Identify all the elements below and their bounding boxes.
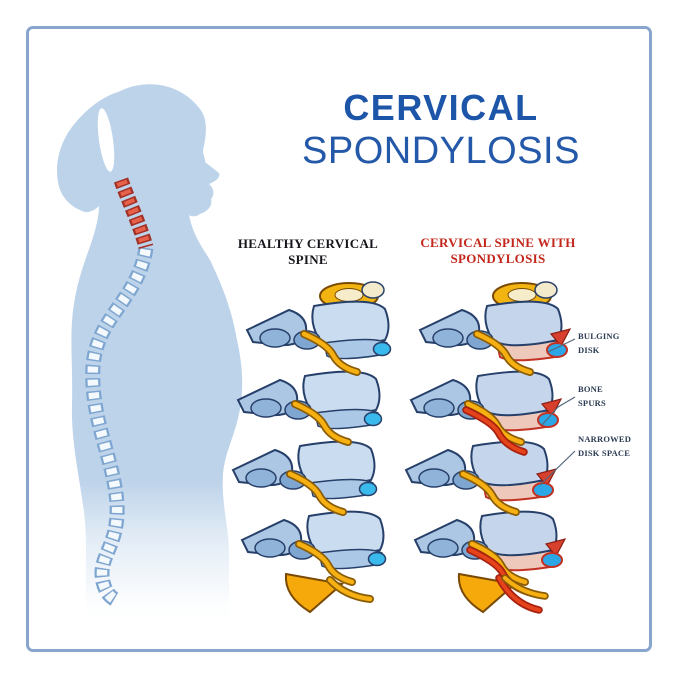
border-frame xyxy=(26,26,652,652)
annotation-bone-spurs: BONE SPURS xyxy=(578,384,606,408)
hair-gap xyxy=(97,108,115,172)
healthy-spine-illustration xyxy=(233,281,391,614)
title-line-1: CERVICAL xyxy=(343,87,539,128)
leader-line-bone-spurs xyxy=(541,396,576,426)
spine-in-silhouette xyxy=(85,177,154,607)
leader-line-narrowed-disk-space xyxy=(539,450,576,486)
title-line-2: SPONDYLOSIS xyxy=(302,129,580,172)
pinched-nerve xyxy=(462,406,528,456)
diseased-spine-label: CERVICAL SPINE WITH SPONDYLOSIS xyxy=(420,235,576,266)
leader-line-bulging-disk xyxy=(547,338,576,353)
page-title: CERVICAL SPONDYLOSIS xyxy=(280,88,602,172)
spinal-cord-bottom xyxy=(284,572,374,614)
leader-lines xyxy=(539,338,576,486)
diseased-spine-illustration xyxy=(406,281,570,614)
healthy-spine-label: HEALTHY CERVICAL SPINE xyxy=(237,236,379,267)
spinal-cord-bottom xyxy=(457,572,549,614)
woman-profile-silhouette xyxy=(38,84,248,625)
annotation-bulging-disk: BULGING DISK xyxy=(578,331,620,355)
silhouette-fade xyxy=(38,480,248,625)
annotation-narrowed-disk-space: NARROWED DISK SPACE xyxy=(578,434,632,458)
